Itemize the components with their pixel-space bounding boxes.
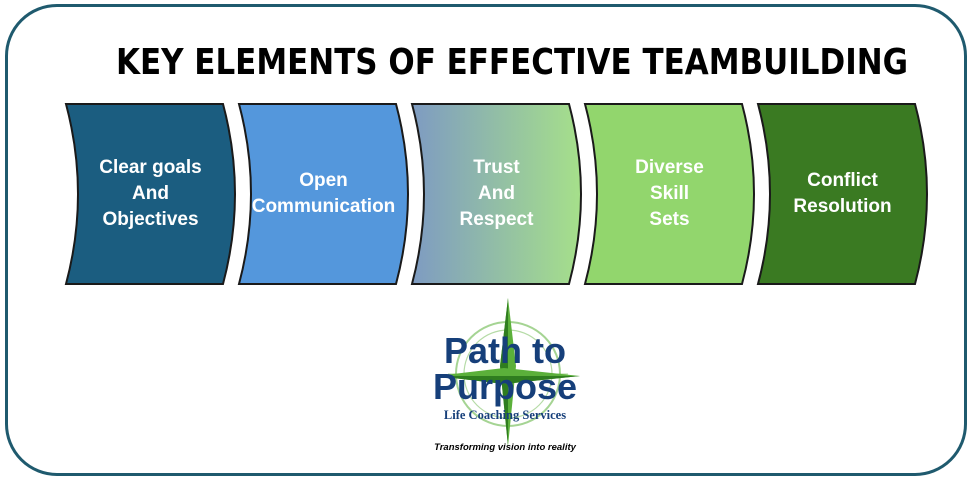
path-to-purpose-logo: Path to Purpose Life Coaching Services T… — [420, 296, 590, 466]
segment-label-trust-and-respect: Trust And Respect — [459, 157, 534, 230]
segment-label-conflict-resolution: Conflict Resolution — [793, 170, 892, 217]
segment-label-diverse-skill-sets: Diverse Skill Sets — [635, 157, 704, 230]
segment-label-open-communication: Open Communication — [251, 170, 396, 217]
segment-conflict-resolution — [756, 103, 928, 285]
segment-clear-goals — [64, 103, 236, 285]
logo-line-purpose: Purpose — [432, 366, 578, 407]
segment-diverse-skill-sets — [583, 103, 755, 285]
compass-icon — [436, 298, 580, 446]
diagram-title: KEY ELEMENTS OF EFFECTIVE TEAMBUILDING — [115, 42, 909, 83]
segment-open-communication — [237, 103, 409, 285]
segment-label-clear-goals: Clear goals And Objectives — [99, 157, 202, 230]
segment-trust-and-respect — [410, 103, 582, 285]
logo-line-services: Life Coaching Services — [443, 408, 567, 422]
logo-line-path-to: Path to — [444, 330, 566, 371]
logo-tagline: Transforming vision into reality — [434, 442, 576, 453]
